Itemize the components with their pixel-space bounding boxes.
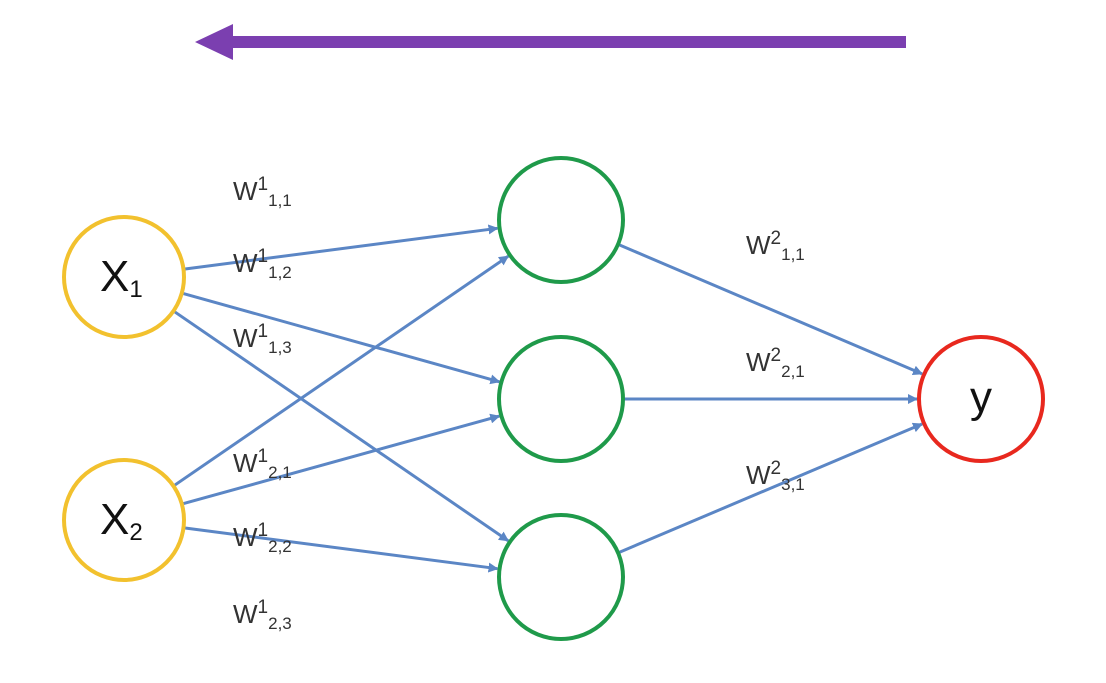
edge-label-x2-h3: W12,3 [233,597,292,633]
backprop-direction-arrow [195,24,906,60]
hidden-node-2 [497,335,625,463]
edge-h1-y [608,239,924,376]
edge-x2-h3 [173,525,499,573]
edge-label-h2-y: W22,1 [746,345,805,381]
edge-label-x1-h3: W11,3 [233,321,292,357]
input-node-x2: X2 [62,458,186,582]
input-node-x1-label: X1 [100,252,143,303]
edge-x1-h1 [173,224,499,272]
direction-arrow-head [195,24,233,60]
input-node-x1: X1 [62,215,186,339]
edge-x2-h1 [164,254,510,493]
edge-h3-y [608,422,924,559]
output-node-y-circle [917,335,1045,463]
edge-x1-h3 [164,304,510,543]
edge-x2-h2 [171,413,501,509]
input-node-x2-label: X2 [100,495,143,546]
input-node-x1-circle [62,215,186,339]
edge-label-x1-h1: W11,1 [233,174,292,210]
edge-label-x2-h1: W12,1 [233,446,292,482]
edge-label-x1-h2: W11,2 [233,246,292,282]
edge-label-h3-y: W23,1 [746,458,805,494]
hidden-node-3 [497,513,625,641]
nodes: X1 X2 y [62,156,1045,641]
output-node-y: y [917,335,1045,463]
edge-label-x2-h2: W12,2 [233,520,292,556]
edge-label-h1-y: W21,1 [746,228,805,264]
edge-x1-h2 [171,288,501,385]
output-node-y-label: y [970,373,992,422]
edge-labels: W11,1 W11,2 W11,3 W12,1 W12,2 W12,3 W21,… [233,174,805,633]
edges-layer [164,224,924,573]
input-node-x2-circle [62,458,186,582]
hidden-node-1 [497,156,625,284]
